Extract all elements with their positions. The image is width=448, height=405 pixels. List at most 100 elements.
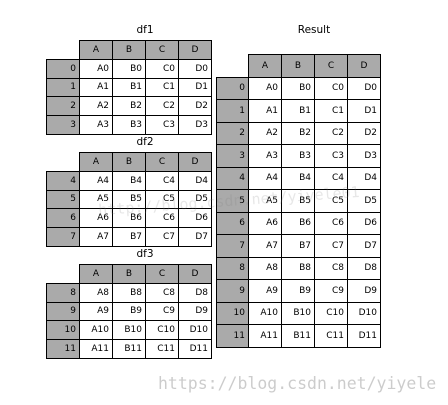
table-cell: B3	[281, 144, 315, 168]
table-cell: C2	[314, 121, 348, 145]
row-index: 0	[46, 58, 80, 79]
row-index: 2	[46, 96, 80, 116]
table-cell: A2	[248, 121, 282, 145]
column-header: B	[112, 40, 146, 60]
df2-title: df2	[136, 136, 154, 148]
row-index: 8	[46, 282, 80, 303]
column-header: D	[347, 54, 381, 78]
column-header: C	[145, 40, 179, 60]
row-index: 9	[46, 301, 80, 322]
table-cell: A11	[248, 324, 282, 348]
table-cell: D2	[347, 121, 381, 145]
table-cell: B10	[281, 301, 315, 325]
row-index: 6	[46, 208, 80, 228]
table-cell: B11	[281, 324, 315, 348]
table-cell: D9	[347, 279, 381, 303]
column-header: B	[112, 264, 146, 284]
table-cell: D9	[178, 301, 212, 322]
column-header: A	[79, 40, 113, 60]
table-cell: A1	[248, 99, 282, 123]
table-cell: C1	[145, 77, 179, 98]
table-cell: B1	[112, 77, 146, 98]
column-header: D	[178, 264, 212, 284]
row-index: 9	[216, 279, 249, 303]
table-cell: A0	[248, 76, 282, 100]
table-cell: B2	[112, 96, 146, 116]
table-cell: A4	[79, 170, 113, 191]
table-cell: C4	[314, 166, 348, 190]
row-index: 11	[216, 324, 249, 348]
table-cell: D5	[347, 189, 381, 213]
table-cell: B6	[112, 208, 146, 228]
table-cell: C11	[314, 324, 348, 348]
table-cell: D6	[178, 208, 212, 228]
column-header: A	[248, 54, 282, 78]
table-cell: A8	[79, 282, 113, 303]
column-header: A	[79, 264, 113, 284]
table-cell: A3	[248, 144, 282, 168]
table-cell: C8	[145, 282, 179, 303]
table-cell: C11	[145, 339, 179, 359]
table-cell: D1	[178, 77, 212, 98]
corner-blank	[47, 41, 80, 60]
table-cell: D7	[178, 227, 212, 247]
row-index: 10	[46, 320, 80, 340]
row-index: 11	[46, 339, 80, 359]
table-cell: B9	[112, 301, 146, 322]
table-cell: D6	[347, 211, 381, 235]
table-cell: C2	[145, 96, 179, 116]
table-cell: B1	[281, 99, 315, 123]
corner-blank	[47, 153, 80, 172]
table-cell: D11	[178, 339, 212, 359]
table-cell: A1	[79, 77, 113, 98]
table-cell: C0	[314, 76, 348, 100]
table-cell: D4	[178, 170, 212, 191]
table-cell: B7	[281, 234, 315, 258]
df3-title: df3	[136, 248, 154, 260]
table-cell: D2	[178, 96, 212, 116]
table-cell: B9	[281, 279, 315, 303]
table-cell: C1	[314, 99, 348, 123]
table-cell: C7	[314, 234, 348, 258]
row-index: 8	[216, 256, 249, 280]
table-cell: C3	[314, 144, 348, 168]
result-title: Result	[297, 24, 331, 36]
watermark-url: https://blog.csdn.net/yiyele	[158, 374, 437, 393]
table-cell: A8	[248, 256, 282, 280]
table-cell: D3	[347, 144, 381, 168]
table-cell: B8	[281, 256, 315, 280]
row-index: 4	[46, 170, 80, 191]
row-index: 10	[216, 301, 249, 325]
table-cell: A11	[79, 339, 113, 359]
table-cell: B7	[112, 227, 146, 247]
column-header: C	[314, 54, 348, 78]
table-cell: B2	[281, 121, 315, 145]
df1-title: df1	[136, 24, 154, 36]
table-cell: C8	[314, 256, 348, 280]
table-cell: C0	[145, 58, 179, 79]
table-cell: A7	[79, 227, 113, 247]
row-index: 5	[46, 189, 80, 210]
table-cell: D5	[178, 189, 212, 210]
table-cell: D8	[347, 256, 381, 280]
table-cell: A5	[79, 189, 113, 210]
table-cell: B0	[281, 76, 315, 100]
table-cell: A6	[248, 211, 282, 235]
